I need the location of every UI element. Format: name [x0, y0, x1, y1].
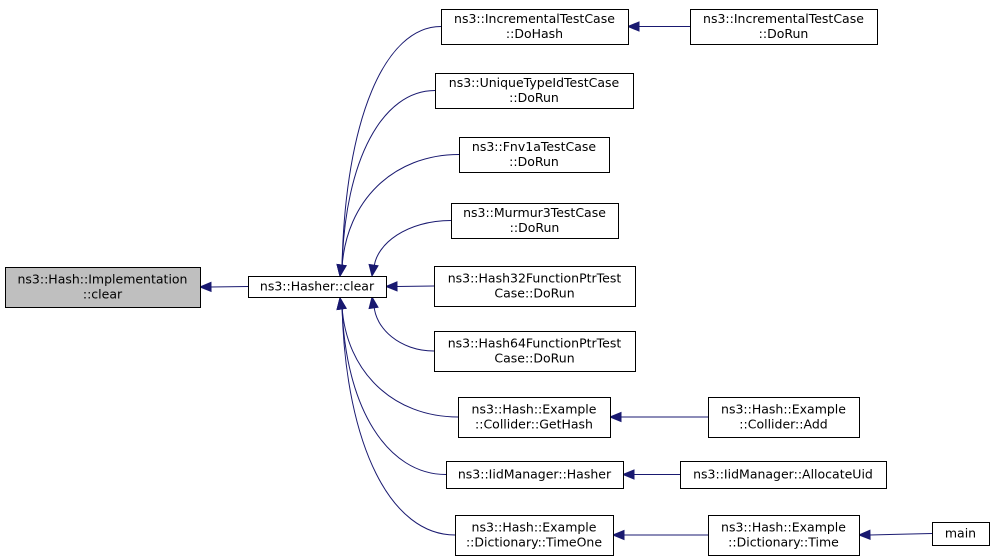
- node-label-line: ns3::Hash::Example: [472, 402, 597, 417]
- edge-main-to-dict-time: [869, 533, 933, 536]
- node-label-line: ::DoRun: [509, 90, 559, 105]
- arrowhead: [368, 295, 379, 310]
- node-box: [446, 461, 624, 489]
- node-box: [434, 266, 636, 307]
- arrowhead: [626, 21, 640, 32]
- node-label-line: ns3::Hasher::clear: [260, 279, 375, 294]
- node-coll-gethash[interactable]: ns3::Hash::Example::Collider::GetHash: [458, 397, 611, 438]
- node-iid-hasher[interactable]: ns3::IidManager::Hasher: [446, 461, 624, 489]
- node-label-line: ::DoRun: [510, 220, 560, 235]
- arrowhead: [621, 469, 635, 480]
- node-label-line: Case::DoRun: [494, 286, 574, 301]
- node-box: [459, 137, 610, 173]
- node-label-line: ::Collider::GetHash: [475, 417, 593, 432]
- node-label-line: ns3::Hash::Example: [721, 402, 846, 417]
- edge-iid-hasher-to-hasher-clear: [341, 305, 447, 475]
- node-label-line: ns3::Hash32FunctionPtrTest: [448, 271, 622, 286]
- node-label-line: ns3::Hash::Example: [721, 520, 846, 535]
- node-label-line: ::clear: [83, 287, 123, 302]
- node-iid-alloc[interactable]: ns3::IidManager::AllocateUid: [680, 461, 887, 489]
- node-label-line: ns3::UniqueTypeIdTestCase: [449, 75, 620, 90]
- nodes-layer: ns3::Hash::Implementation::clearns3::Has…: [5, 9, 990, 556]
- node-label-line: ns3::IncrementalTestCase: [703, 11, 864, 26]
- node-box: [451, 203, 619, 239]
- node-box: [708, 515, 860, 556]
- node-box: [708, 397, 860, 438]
- node-label-line: ns3::Hash::Example: [472, 520, 597, 535]
- node-label-line: ns3::IidManager::Hasher: [458, 467, 612, 482]
- node-coll-add[interactable]: ns3::Hash::Example::Collider::Add: [708, 397, 860, 438]
- edge-dict-timeone-to-hasher-clear: [341, 305, 456, 536]
- node-box: [5, 267, 201, 308]
- arrowhead: [336, 296, 347, 311]
- edge-fnv-dorun-to-hasher-clear: [341, 154, 460, 269]
- arrowhead: [368, 263, 379, 278]
- node-box: [455, 515, 614, 556]
- node-unique-dorun[interactable]: ns3::UniqueTypeIdTestCase::DoRun: [435, 73, 634, 109]
- edge-h64-dorun-to-hasher-clear: [373, 304, 435, 352]
- node-fnv-dorun[interactable]: ns3::Fnv1aTestCase::DoRun: [459, 137, 610, 173]
- node-label-line: ::DoRun: [509, 154, 559, 169]
- node-hasher-clear[interactable]: ns3::Hasher::clear: [248, 276, 387, 298]
- edge-coll-gethash-to-hasher-clear: [341, 305, 459, 418]
- node-murmur-dorun[interactable]: ns3::Murmur3TestCase::DoRun: [451, 203, 619, 239]
- node-label-line: ns3::IncrementalTestCase: [454, 11, 615, 26]
- edge-murmur-dorun-to-hasher-clear: [373, 220, 452, 269]
- arrowhead: [608, 411, 622, 423]
- node-box: [690, 9, 878, 45]
- node-label-line: ns3::IidManager::AllocateUid: [693, 467, 873, 482]
- node-inc-dohash[interactable]: ns3::IncrementalTestCase::DoHash: [441, 9, 629, 45]
- arrowhead: [611, 529, 625, 541]
- node-label-line: ::Dictionary::TimeOne: [466, 535, 602, 550]
- edge-hasher-clear-to-impl-clear: [210, 286, 249, 288]
- node-box: [932, 522, 990, 546]
- arrowhead: [857, 529, 871, 541]
- arrowhead: [384, 281, 398, 292]
- arrowhead: [198, 281, 212, 293]
- node-box: [680, 461, 887, 489]
- node-label-line: ns3::Hash64FunctionPtrTest: [448, 336, 622, 351]
- node-inc-dorun[interactable]: ns3::IncrementalTestCase::DoRun: [690, 9, 878, 45]
- node-label-line: ns3::Hash::Implementation: [18, 272, 188, 287]
- node-box: [248, 276, 387, 298]
- node-dict-time[interactable]: ns3::Hash::Example::Dictionary::Time: [708, 515, 860, 556]
- node-box: [434, 331, 636, 372]
- node-label-line: ::DoHash: [506, 26, 563, 41]
- node-label-line: ::Collider::Add: [739, 417, 827, 432]
- edges-layer: [198, 21, 933, 541]
- node-dict-timeone[interactable]: ns3::Hash::Example::Dictionary::TimeOne: [455, 515, 614, 556]
- node-label-line: Case::DoRun: [494, 351, 574, 366]
- node-label-line: ::DoRun: [759, 26, 809, 41]
- node-label-line: ::Dictionary::Time: [728, 535, 839, 550]
- arrowhead: [336, 263, 347, 278]
- node-box: [458, 397, 611, 438]
- node-main[interactable]: main: [932, 522, 990, 546]
- node-label-line: ns3::Murmur3TestCase: [463, 205, 606, 220]
- node-label-line: main: [945, 526, 976, 541]
- edge-unique-dorun-to-hasher-clear: [341, 90, 436, 269]
- node-box: [435, 73, 634, 109]
- node-impl-clear[interactable]: ns3::Hash::Implementation::clear: [5, 267, 201, 308]
- node-label-line: ns3::Fnv1aTestCase: [472, 139, 596, 154]
- edge-h32-dorun-to-hasher-clear: [396, 285, 435, 287]
- node-box: [441, 9, 629, 45]
- edge-inc-dohash-to-hasher-clear: [341, 26, 442, 269]
